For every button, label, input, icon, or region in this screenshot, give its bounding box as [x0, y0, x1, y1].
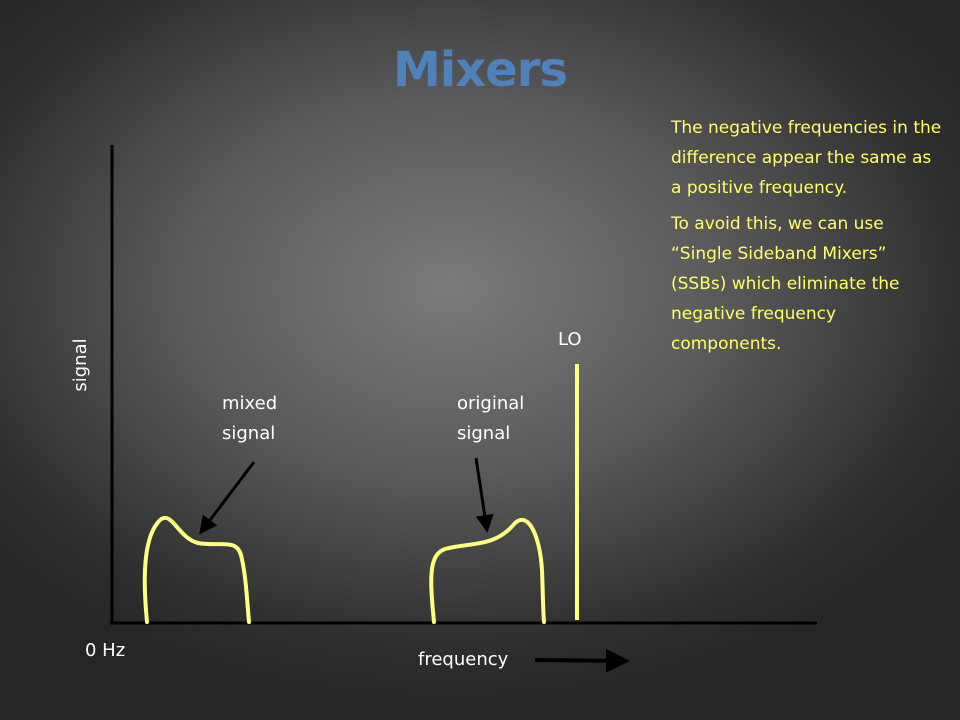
- mixed-signal-label-line2: signal: [222, 423, 276, 444]
- y-axis-label: signal: [70, 338, 91, 392]
- mixed-signal-curve: [142, 515, 251, 624]
- original-signal-label: original signal: [457, 389, 524, 449]
- frequency-direction-arrow: [534, 648, 630, 673]
- mixed-signal-arrow: [199, 461, 256, 535]
- slide-title: Mixers: [393, 42, 568, 98]
- x-axis-label: frequency: [418, 649, 509, 670]
- origin-label: 0 Hz: [85, 640, 126, 661]
- original-signal-label-line1: original: [457, 393, 525, 414]
- explanation-paragraph-1: The negative frequencies in the differen…: [671, 118, 942, 198]
- lo-label: LO: [558, 329, 582, 350]
- explanation-paragraph-2: To avoid this, we can use “Single Sideba…: [671, 214, 900, 354]
- original-signal-curve: [429, 518, 546, 624]
- original-signal-arrow: [474, 457, 494, 533]
- mixed-signal-label-line1: mixed: [222, 393, 278, 414]
- mixed-signal-label: mixed signal: [222, 389, 277, 449]
- explanation-text: The negative frequencies in the differen…: [671, 113, 946, 365]
- original-signal-label-line2: signal: [457, 423, 511, 444]
